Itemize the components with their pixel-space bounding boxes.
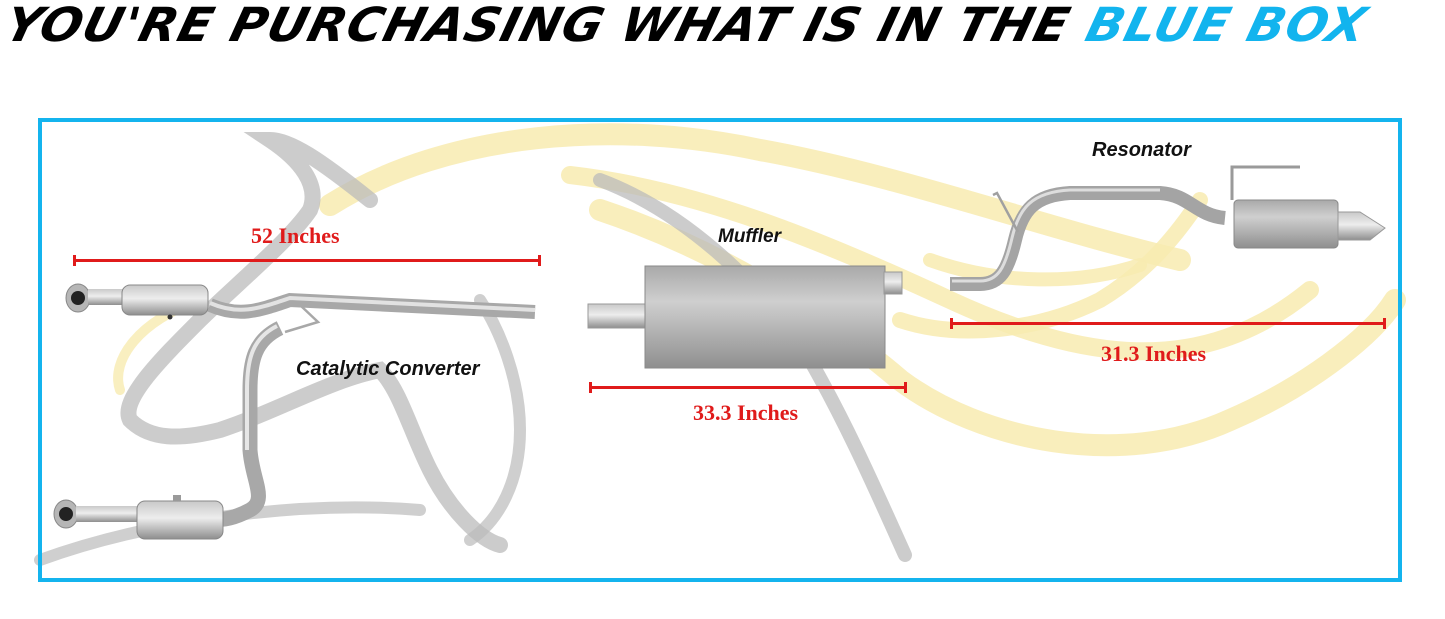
catalytic-converter-dimension-line — [73, 255, 541, 266]
resonator-image — [950, 165, 1386, 291]
muffler-dimension: 33.3 Inches — [693, 400, 799, 425]
resonator-label: Resonator — [1092, 139, 1191, 161]
blue-box — [38, 118, 1402, 582]
muffler-dimension-line — [589, 382, 907, 393]
catalytic-converter-label: Catalytic Converter — [296, 358, 480, 380]
resonator-dimension: 31.3 Inches — [1101, 341, 1207, 366]
muffler-image — [587, 265, 903, 369]
resonator-dimension-line — [950, 318, 1386, 329]
muffler-label: Muffler — [718, 226, 781, 247]
catalytic-converter-dimension: 52 Inches — [251, 223, 340, 248]
